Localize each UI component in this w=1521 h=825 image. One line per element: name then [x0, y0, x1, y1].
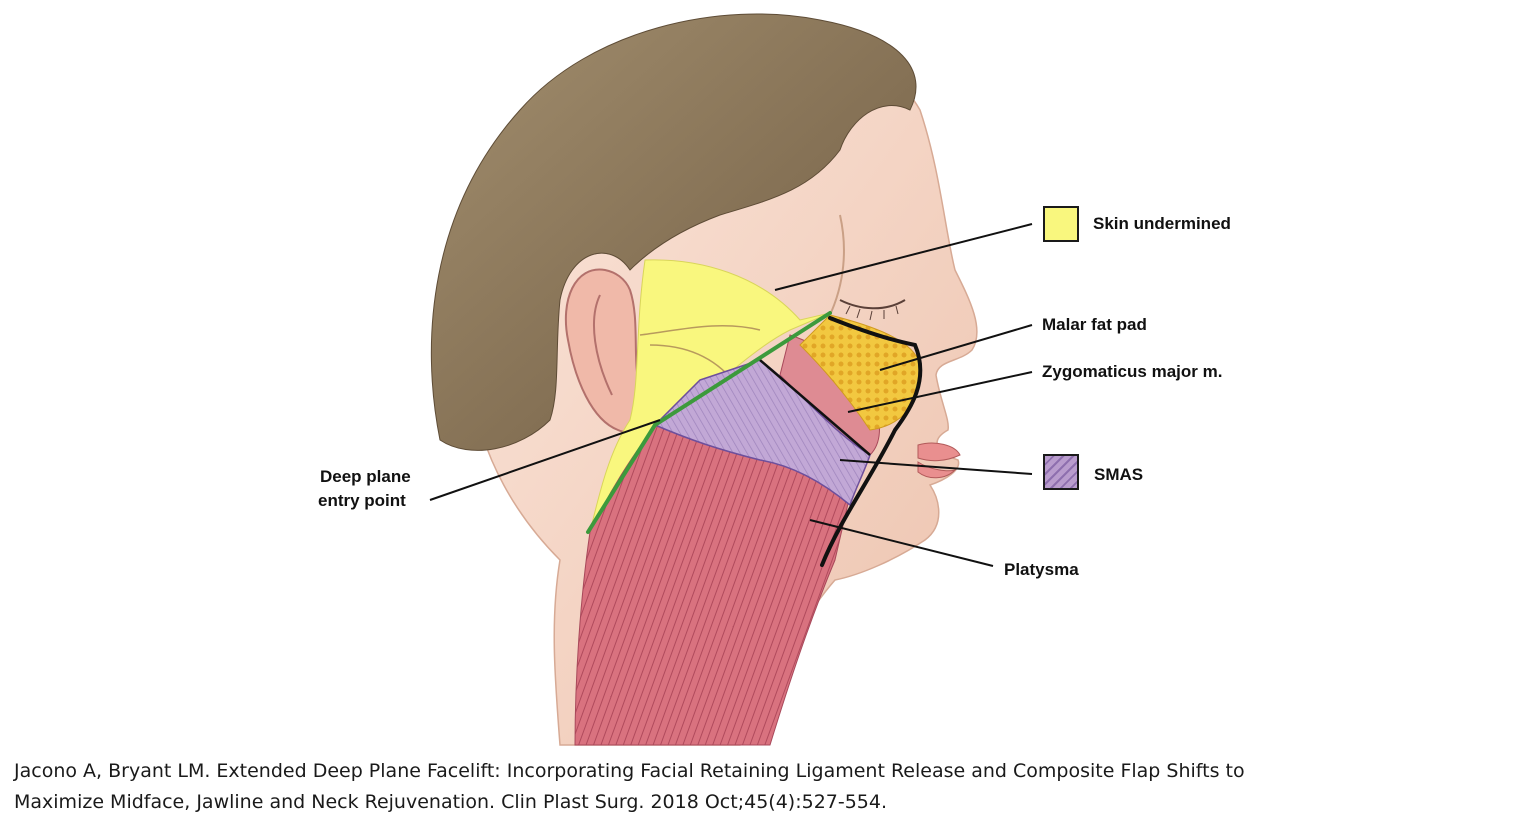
- malar-fat-pad-label: Malar fat pad: [1042, 313, 1147, 337]
- deep-plane-label-line2: entry point: [318, 489, 406, 513]
- skin-undermined-swatch: [1043, 206, 1079, 242]
- citation-line-1: Jacono A, Bryant LM. Extended Deep Plane…: [14, 756, 1514, 787]
- deep-plane-label-line1: Deep plane: [320, 465, 411, 489]
- zygomaticus-major-label: Zygomaticus major m.: [1042, 360, 1222, 384]
- smas-label: SMAS: [1094, 463, 1143, 487]
- citation: Jacono A, Bryant LM. Extended Deep Plane…: [14, 756, 1514, 818]
- facelift-anatomy-illustration: [0, 0, 1521, 750]
- smas-swatch: [1043, 454, 1079, 490]
- citation-line-2: Maximize Midface, Jawline and Neck Rejuv…: [14, 787, 1514, 818]
- platysma-label: Platysma: [1004, 558, 1079, 582]
- skin-undermined-label: Skin undermined: [1093, 212, 1231, 236]
